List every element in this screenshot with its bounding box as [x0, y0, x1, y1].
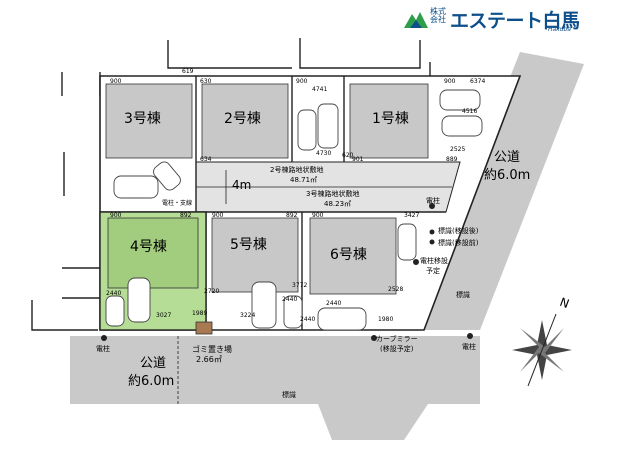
lot1-house: [349, 83, 429, 159]
garbage-label-2: 2.66㎡: [196, 355, 222, 364]
dim-3772: 3772: [292, 282, 308, 289]
lot3-label: 3号棟: [124, 111, 161, 127]
pole-move-label-2: 予定: [426, 267, 440, 275]
lot4-house: [107, 217, 199, 289]
public-road-east: [410, 52, 584, 330]
lot6-house: [309, 217, 397, 295]
dim-2440d: 2440: [300, 316, 316, 323]
dim-900d: 900: [110, 212, 122, 219]
dim-4730: 4730: [316, 150, 332, 157]
dim-1989: 1989: [192, 310, 208, 317]
public-road-east-label-1: 公道: [494, 150, 521, 165]
dim-630: 630: [200, 78, 212, 85]
lot5-house: [211, 217, 299, 293]
dim-6374: 6374: [470, 78, 486, 85]
public-road-south: [70, 336, 480, 440]
marker-east-label: 標識: [456, 291, 470, 299]
sign-relocate-label: 標識(移設後): [438, 227, 479, 235]
pole-south-label: 電柱: [96, 345, 110, 353]
dim-901: 901: [352, 156, 364, 163]
lot1-label: 1号棟: [372, 111, 409, 127]
company-name: エステート白馬: [450, 10, 580, 32]
lot5-label: 5号棟: [230, 237, 267, 253]
lot2-label: 2号棟: [224, 111, 261, 127]
dim-4516: 4516: [462, 108, 478, 115]
mountain-logo-icon: [404, 12, 428, 28]
dim-2440a: 2440: [106, 290, 122, 297]
lot6-label: 6号棟: [330, 247, 367, 263]
lot2-house: [201, 83, 289, 159]
garbage-station: [195, 321, 213, 335]
parked-cars: [105, 89, 483, 331]
dim-3224: 3224: [240, 312, 256, 319]
sign-before-label: 標識(移設前): [438, 239, 479, 247]
road2-area-label: 2号棟路地状敷地: [270, 166, 324, 174]
dim-2440c: 2440: [326, 300, 342, 307]
dim-3027: 3027: [156, 312, 172, 319]
pole-mid-label: 電柱・支線: [162, 200, 193, 207]
pole-move-label-1: 電柱移設: [420, 257, 448, 265]
road3-area-label: 3号棟路地状敷地: [306, 190, 360, 198]
public-road-south-label-1: 公道: [140, 356, 167, 371]
compass-icon: [512, 313, 572, 387]
garbage-label-1: ゴミ置き場: [192, 345, 232, 354]
dim-4741: 4741: [312, 86, 328, 93]
dim-619: 619: [182, 68, 194, 75]
dim-889: 889: [446, 156, 458, 163]
dim-2720: 2720: [204, 288, 220, 295]
dim-892a: 892: [180, 212, 192, 219]
dim-2525: 2525: [450, 146, 466, 153]
pole-se-label: 電柱: [462, 343, 476, 351]
company-kabushiki: 株式会社: [430, 7, 446, 24]
dim-900f: 900: [312, 212, 324, 219]
company-romaji: Hakuba: [548, 26, 571, 33]
road2-area-value: 48.71㎡: [290, 176, 318, 184]
dim-2440b: 2440: [282, 296, 298, 303]
dim-900b: 900: [296, 78, 308, 85]
pole-ne-label: 電柱: [426, 197, 440, 205]
dim-1980: 1980: [378, 316, 394, 323]
dim-900c: 900: [444, 78, 456, 85]
public-road-east-label-2: 約6.0m: [484, 168, 531, 183]
dim-634: 634: [200, 156, 212, 163]
marker-south-label: 標識: [282, 391, 296, 399]
lot3-house: [105, 83, 193, 159]
dim-620: 620: [342, 152, 354, 159]
utility-pole-markers: [101, 203, 473, 341]
dim-2528: 2528: [388, 286, 404, 293]
company-logo: 株式会社 エステート白馬: [404, 6, 588, 32]
dim-900a: 900: [110, 78, 122, 85]
public-road-south-label-2: 約6.0m: [128, 374, 175, 389]
dim-3427: 3427: [404, 212, 420, 219]
curve-mirror-label-2: (移設予定): [380, 345, 414, 353]
dim-900e: 900: [212, 212, 224, 219]
dim-892b: 892: [286, 212, 298, 219]
neighbor-outlines: [31, 38, 431, 331]
road3-area-value: 48.23㎡: [324, 200, 352, 208]
curve-mirror-label-1: カーブミラー: [376, 335, 418, 343]
lot4-label: 4号棟: [130, 239, 167, 255]
private-road-width: 4m: [232, 178, 252, 192]
